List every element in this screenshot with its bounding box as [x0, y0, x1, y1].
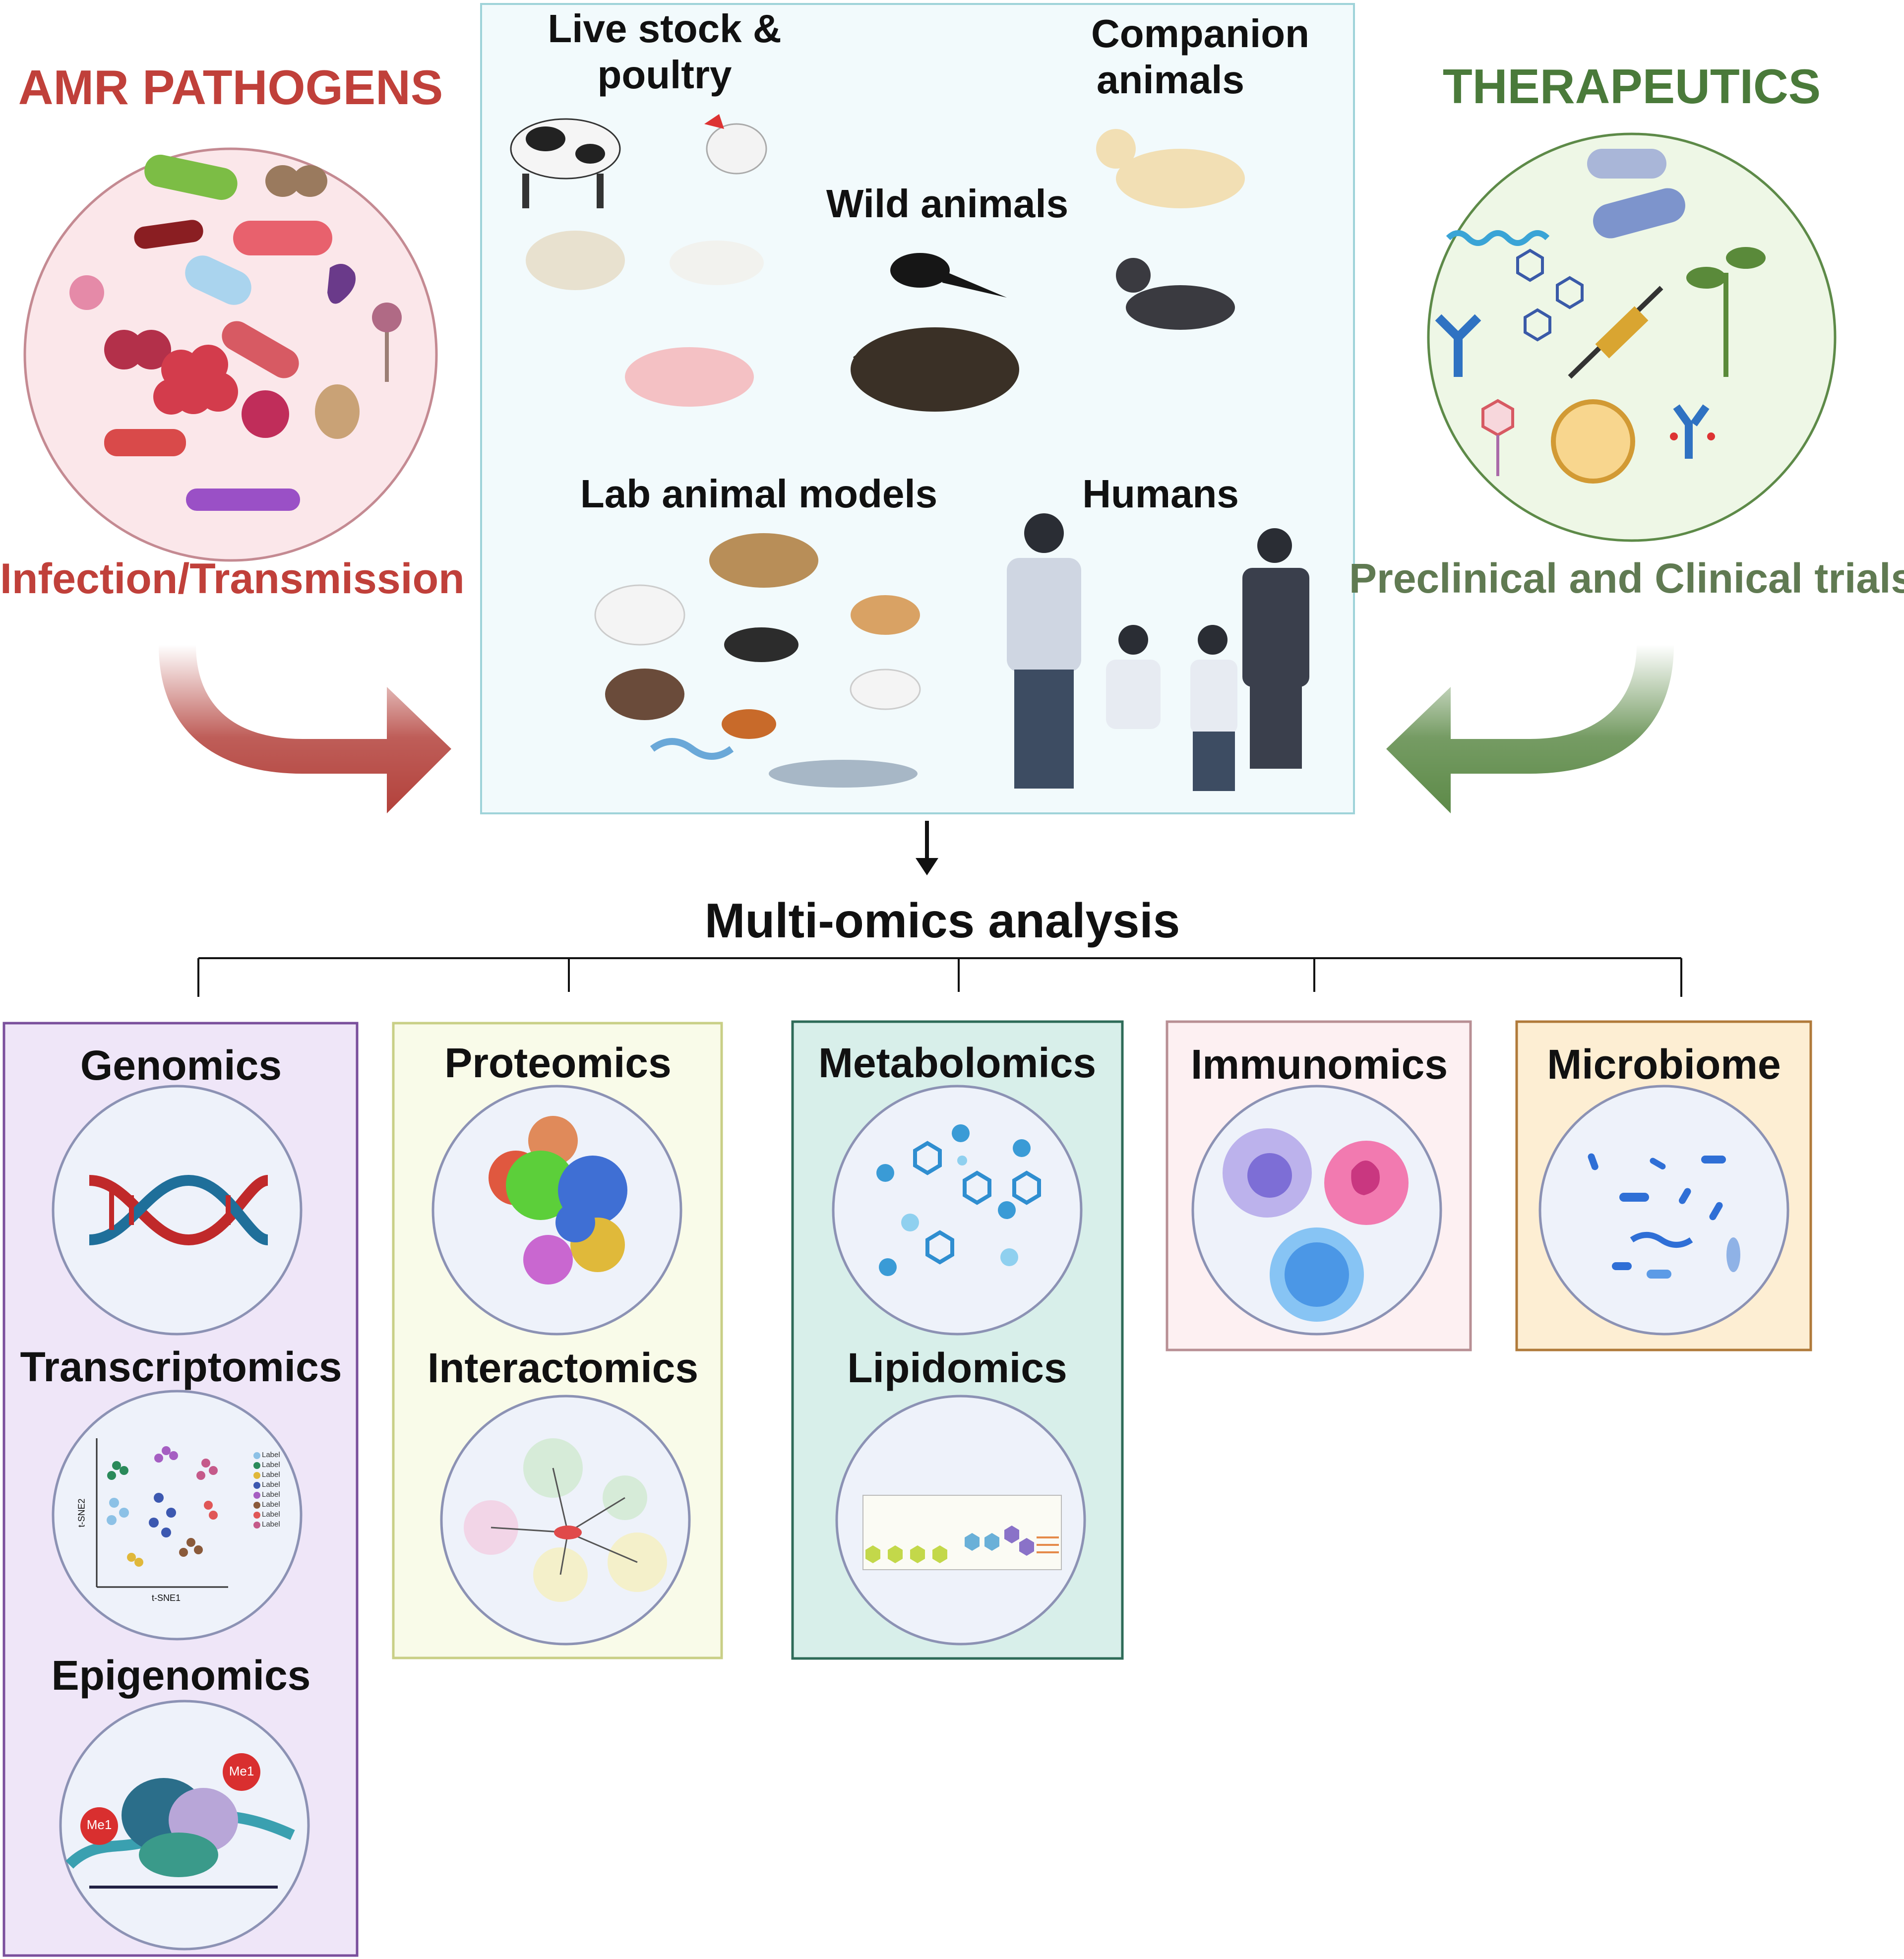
transcriptomics-circle: [52, 1390, 303, 1641]
wild-animals-label: Wild animals: [826, 182, 1069, 226]
metabolomics-circle: [832, 1085, 1083, 1336]
human-icons: [1007, 513, 1309, 791]
therapeutic-icons: [1435, 149, 1766, 484]
humans-label: Humans: [1082, 472, 1239, 516]
therapeutics-subtitle: Preclinical and Clinical trials: [1349, 555, 1904, 602]
network-icon: [464, 1438, 667, 1602]
microbe-icons: [1588, 1153, 1740, 1279]
genomics-circle: [52, 1085, 303, 1336]
tsne-legend-item: Label: [262, 1520, 280, 1529]
tsne-x-label: t-SNE1: [151, 1593, 181, 1603]
tsne-y-label: t-SNE2: [76, 1498, 87, 1528]
tsne-plot: [96, 1438, 260, 1588]
lipidomics-label: Lipidomics: [847, 1345, 1067, 1391]
proteomics-label: Proteomics: [444, 1040, 672, 1086]
down-arrow: [916, 821, 938, 875]
treatment-arrow: [1386, 645, 1674, 813]
pathogens-circle: [23, 147, 438, 562]
pathogens-subtitle: Infection/Transmission: [0, 555, 465, 603]
tsne-legend-item: Label: [262, 1500, 280, 1509]
tsne-legend: Label Label Label Label Label Label Labe…: [262, 1450, 280, 1530]
tsne-legend-item: Label: [262, 1480, 280, 1489]
microbiome-circle: [1538, 1085, 1789, 1336]
livestock-label-2: poultry: [597, 53, 732, 97]
tsne-legend-item: Label: [262, 1490, 280, 1499]
genomics-label: Genomics: [80, 1042, 282, 1089]
companion-label: Companion: [1091, 11, 1309, 56]
immune-cell-icons: [1223, 1128, 1409, 1322]
lipid-pathway-icon: [862, 1495, 1062, 1570]
interactomics-label: Interactomics: [427, 1345, 699, 1391]
protein-structure-icon: [489, 1116, 627, 1285]
dna-icon: [89, 1174, 269, 1246]
nucleosome-icon: [65, 1753, 295, 1889]
omics-bracket: [197, 957, 1682, 997]
tsne-legend-item: Label: [262, 1470, 280, 1479]
transcriptomics-label: Transcriptomics: [20, 1344, 342, 1390]
therapeutics-title: THERAPEUTICS: [1442, 59, 1821, 114]
lab-animal-icons: [594, 533, 921, 788]
tsne-legend-swatches: [253, 1452, 260, 1529]
pathogens-title: AMR PATHOGENS: [18, 60, 443, 115]
livestock-icons: [510, 114, 767, 407]
companion-label-2: animals: [1097, 58, 1244, 102]
companion-icons: [1096, 129, 1245, 330]
immunomics-label: Immunomics: [1190, 1041, 1448, 1088]
bacteria-icons: [69, 154, 402, 511]
tsne-legend-item: Label: [262, 1461, 280, 1469]
wild-animal-icons: [851, 253, 1019, 412]
microbiome-label: Microbiome: [1547, 1041, 1781, 1088]
infection-arrow: [159, 645, 451, 813]
livestock-label: Live stock &: [548, 6, 782, 51]
tsne-legend-item: Label: [262, 1510, 280, 1519]
therapeutics-circle: [1427, 132, 1837, 542]
metabolite-icons: [876, 1124, 1041, 1276]
me1-label-right: Me1: [229, 1764, 254, 1778]
me1-label-left: Me1: [86, 1817, 112, 1832]
lab-animals-label: Lab animal models: [580, 472, 938, 516]
multiomics-title: Multi-omics analysis: [704, 893, 1180, 948]
tsne-legend-item: Label: [262, 1451, 280, 1459]
epigenomics-label: Epigenomics: [51, 1652, 311, 1699]
metabolomics-label: Metabolomics: [818, 1040, 1097, 1086]
